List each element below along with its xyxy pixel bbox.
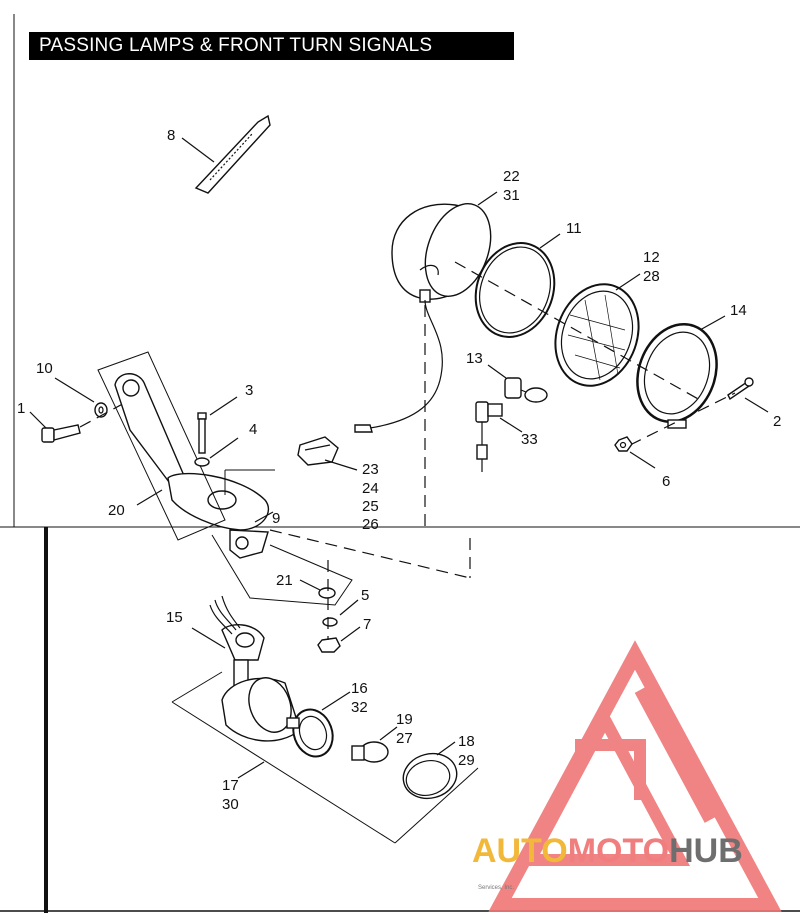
bracket-part-20 <box>114 373 270 559</box>
callout-20: 20 <box>108 502 125 519</box>
callout-5: 5 <box>361 587 369 604</box>
callout-29: 29 <box>458 752 475 769</box>
spacer-part-21 <box>318 587 336 599</box>
cable-tie-part-8 <box>194 114 271 194</box>
page-title: PASSING LAMPS & FRONT TURN SIGNALS <box>29 32 514 60</box>
trim-ring-part-14 <box>636 323 718 429</box>
callout-13: 13 <box>466 350 483 367</box>
callout-4: 4 <box>249 421 257 438</box>
callout-18: 18 <box>458 733 475 750</box>
watermark-hub: HUB <box>669 832 743 870</box>
connector-part-23 <box>297 436 339 466</box>
callout-16: 16 <box>351 680 368 697</box>
callout-31: 31 <box>503 187 520 204</box>
washer-part-5 <box>322 617 338 627</box>
washer-part-10 <box>94 402 108 418</box>
callout-14: 14 <box>730 302 747 319</box>
callout-30: 30 <box>222 796 239 813</box>
socket-part-33 <box>475 401 503 472</box>
callout-23: 23 <box>362 461 379 478</box>
callout-1: 1 <box>17 400 25 417</box>
signal-lens-part-18 <box>402 752 458 800</box>
callout-3: 3 <box>245 382 253 399</box>
gasket-ring-part-11 <box>474 242 556 338</box>
callout-15: 15 <box>166 609 183 626</box>
callout-17: 17 <box>222 777 239 794</box>
callout-25: 25 <box>362 498 379 515</box>
lamp-lens-part-12 <box>554 283 640 387</box>
callout-11: 11 <box>566 220 582 237</box>
signal-mount-part-15 <box>209 595 265 687</box>
bulb-part-13 <box>504 377 548 403</box>
callout-6-label: 6 <box>662 473 670 490</box>
callout-28: 28 <box>643 268 660 285</box>
callout-33: 33 <box>521 431 538 448</box>
callout-22: 22 <box>503 168 520 185</box>
automotohub-logo <box>488 640 782 912</box>
wire-harness <box>369 299 443 429</box>
callout-2: 2 <box>773 413 781 430</box>
screw-part-3 <box>197 412 207 454</box>
callout-19: 19 <box>396 711 413 728</box>
callout-32: 32 <box>351 699 368 716</box>
copyright-text: Services, Inc. <box>478 885 514 891</box>
callout-12: 12 <box>643 249 660 266</box>
nut-part-7 <box>317 637 341 653</box>
watermark-moto: MOTO <box>568 832 669 870</box>
callout-9: 9 <box>272 510 280 527</box>
callout-24: 24 <box>362 480 379 497</box>
callout-26: 26 <box>362 516 379 533</box>
signal-housing-part-16 <box>221 677 334 758</box>
callout-21-label: 21 <box>276 572 293 589</box>
bolt-part-1 <box>41 424 81 443</box>
watermark-auto: AUTO <box>472 832 568 870</box>
callout-27: 27 <box>396 730 413 747</box>
callout-8: 8 <box>167 127 175 144</box>
washer-part-4 <box>194 457 210 467</box>
watermark-text: AUTOMOTOHUB <box>472 832 743 870</box>
signal-bulb-part-19 <box>351 741 389 763</box>
nut-part-6 <box>614 436 633 452</box>
callout-7: 7 <box>363 616 371 633</box>
screw-part-2 <box>727 377 754 401</box>
callout-10: 10 <box>36 360 53 377</box>
